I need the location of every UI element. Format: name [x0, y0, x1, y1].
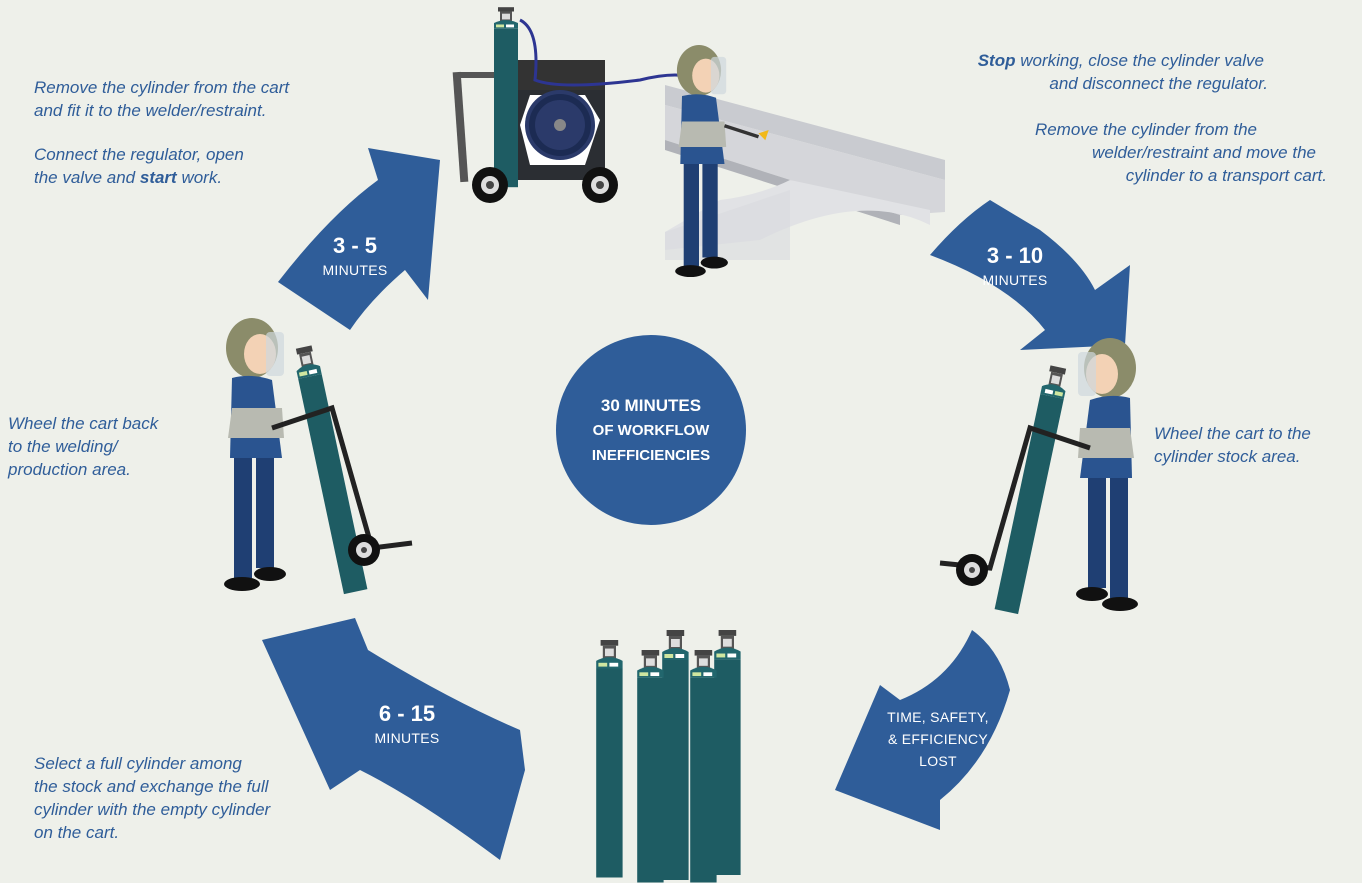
note-line: Wheel the cart back [8, 412, 158, 435]
note-line: Connect the regulator, open [34, 143, 244, 166]
note-wheel-to-stock: Wheel the cart to the cylinder stock are… [1154, 422, 1311, 468]
duration-top-left: 3 - 5 [300, 233, 410, 259]
note-line: the valve and start work. [34, 166, 244, 189]
arrow-label-bottom-right: TIME, SAFETY, & EFFICIENCY LOST [868, 706, 1008, 772]
welding-cart-icon [453, 7, 700, 203]
duration-bottom-left: 6 - 15 [352, 701, 462, 727]
note-line: welder/restraint and move the [1035, 141, 1316, 164]
note-line: production area. [8, 458, 158, 481]
note-line: cylinder to a transport cart. [1035, 164, 1327, 187]
cylinder-cart-worker-icon-right [940, 338, 1138, 614]
arrow-label-top-right: 3 - 10 MINUTES [960, 243, 1070, 291]
unit-top-right: MINUTES [960, 269, 1070, 291]
note-line: Remove the cylinder from the cart [34, 76, 289, 99]
note-line: cylinder with the empty cylinder [34, 798, 270, 821]
center-line-2: OF WORKFLOW [593, 418, 710, 443]
center-line-3: INEFFICIENCIES [592, 443, 710, 468]
lost-line-1: TIME, SAFETY, [868, 706, 1008, 728]
note-move-to-cart: Remove the cylinder from the welder/rest… [1035, 118, 1327, 187]
center-summary-circle: 30 MINUTES OF WORKFLOW INEFFICIENCIES [556, 335, 746, 525]
cylinder-stock-icon [596, 630, 740, 883]
note-select-cylinder: Select a full cylinder among the stock a… [34, 752, 270, 844]
cylinder-cart-worker-icon [224, 318, 412, 594]
unit-bottom-left: MINUTES [352, 727, 462, 749]
note-line: and disconnect the regulator. [978, 72, 1268, 95]
center-line-1: 30 MINUTES [601, 393, 701, 418]
note-start-work: Connect the regulator, open the valve an… [34, 143, 244, 189]
duration-top-right: 3 - 10 [960, 243, 1070, 269]
note-line: on the cart. [34, 821, 270, 844]
lost-line-3: LOST [868, 750, 1008, 772]
lost-line-2: & EFFICIENCY [868, 728, 1008, 750]
arrow-label-top-left: 3 - 5 MINUTES [300, 233, 410, 281]
note-fit-cylinder: Remove the cylinder from the cart and fi… [34, 76, 289, 122]
note-line: cylinder stock area. [1154, 445, 1311, 468]
arrow-label-bottom-left: 6 - 15 MINUTES [352, 701, 462, 749]
note-line: Select a full cylinder among [34, 752, 270, 775]
stop-emphasis: Stop [978, 51, 1016, 70]
note-line: and fit it to the welder/restraint. [34, 99, 289, 122]
note-wheel-back: Wheel the cart back to the welding/ prod… [8, 412, 158, 481]
note-line: Wheel the cart to the [1154, 422, 1311, 445]
start-emphasis: start [140, 168, 177, 187]
note-stop-working: Stop working, close the cylinder valve a… [978, 49, 1264, 95]
unit-top-left: MINUTES [300, 259, 410, 281]
note-line: the stock and exchange the full [34, 775, 270, 798]
note-line: Stop working, close the cylinder valve [978, 49, 1264, 72]
note-line: to the welding/ [8, 435, 158, 458]
note-line: Remove the cylinder from the [1035, 118, 1257, 141]
